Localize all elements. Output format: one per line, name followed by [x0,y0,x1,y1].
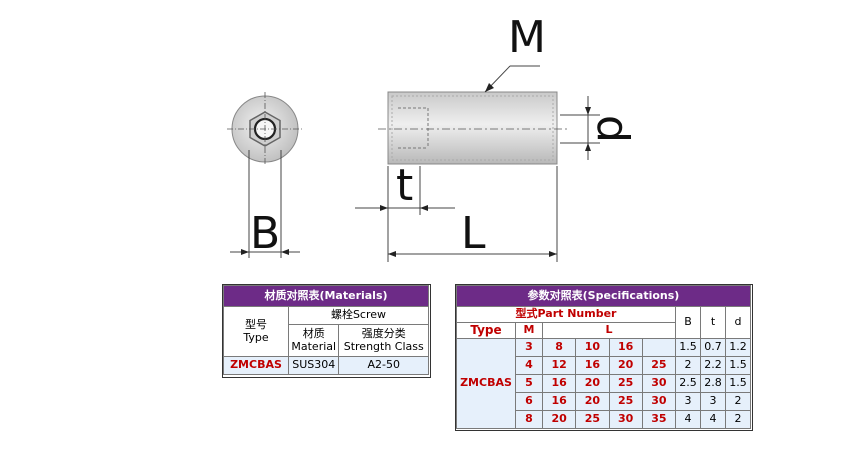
table-row: ZMCBAS 3 8 10 16 1.5 0.7 1.2 [456,338,751,429]
dimension-label-l: L [461,208,486,259]
spec-l: 25 [641,356,677,375]
materials-table-title: 材质对照表(Materials) [223,285,429,307]
table-row: 6 16 20 25 30 3 3 2 [457,392,751,411]
spec-d: 1.2 [725,338,751,357]
spec-l: 25 [608,374,643,393]
spec-t: 2.2 [700,356,726,375]
spec-m: 3 [515,338,543,357]
specifications-table-title: 参数对照表(Specifications) [456,285,751,307]
spec-l [641,338,677,357]
specifications-part-number-header: 型式Part Number [456,306,676,323]
spec-l: 20 [608,356,643,375]
spec-l: 16 [608,338,643,357]
specifications-table: 参数对照表(Specifications) 型式Part Number B t … [456,285,751,429]
spec-m: 4 [515,356,543,375]
materials-type-header: 型号 Type [223,306,289,357]
spec-b: 3 [675,392,701,411]
dimension-label-d: d [587,115,638,143]
spec-l: 20 [575,374,610,393]
spec-d: 2 [725,392,751,411]
end-view [227,92,303,258]
materials-strength-header: 强度分类 Strength Class [338,324,429,357]
spec-l: 16 [541,374,577,393]
table-row: 8 20 25 30 35 4 4 2 [457,410,751,429]
specifications-l-header: L [542,322,676,339]
spec-d: 1.5 [725,374,751,393]
spec-l: 25 [575,410,610,429]
spec-m: 8 [515,410,543,429]
materials-material-header: 材质 Material [287,324,340,357]
spec-l: 20 [575,392,610,411]
spec-b: 2.5 [675,374,701,393]
spec-m: 5 [515,374,543,393]
spec-d: 2 [725,410,751,429]
specifications-t-header: t [700,306,726,339]
spec-b: 1.5 [675,338,701,357]
spec-l: 10 [575,338,610,357]
spec-l: 30 [641,374,677,393]
spec-l: 35 [641,410,677,429]
materials-screw-header: 螺栓Screw [288,306,429,325]
spec-t: 3 [700,392,726,411]
spec-t: 0.7 [700,338,726,357]
specifications-b-header: B [675,306,701,339]
spec-d: 1.5 [725,356,751,375]
spec-l: 30 [608,410,643,429]
materials-table-frame [222,284,431,378]
spec-l: 12 [541,356,577,375]
dimension-label-b: B [250,208,280,259]
spec-l: 16 [541,392,577,411]
spec-m: 6 [515,392,543,411]
spec-t: 2.8 [700,374,726,393]
table-row: 4 12 16 20 25 2 2.2 1.5 [457,356,751,375]
spec-l: 30 [641,392,677,411]
spec-l: 20 [541,410,577,429]
spec-t: 4 [700,410,726,429]
spec-l: 16 [575,356,610,375]
spec-b: 4 [675,410,701,429]
technical-drawing: M t L B d [227,12,638,262]
specifications-m-header: M [515,322,543,339]
dimension-label-m: M [508,12,546,63]
specifications-table-frame [455,284,753,431]
specifications-type-header: Type [456,322,516,339]
spec-l: 8 [541,338,577,357]
materials-type-value: ZMCBAS [223,356,289,375]
side-view [355,65,600,262]
spec-l: 25 [608,392,643,411]
materials-material-value: SUS304 [287,356,340,375]
materials-strength-value: A2-50 [338,356,429,375]
spec-b: 2 [675,356,701,375]
materials-table: 材质对照表(Materials) 型号 Type 螺栓Screw 材质 Mate… [223,285,429,375]
specifications-d-header: d [725,306,751,339]
table-row: 5 16 20 25 30 2.5 2.8 1.5 [457,374,751,393]
specifications-type-value: ZMCBAS [456,338,516,429]
dimension-label-t: t [396,160,413,211]
